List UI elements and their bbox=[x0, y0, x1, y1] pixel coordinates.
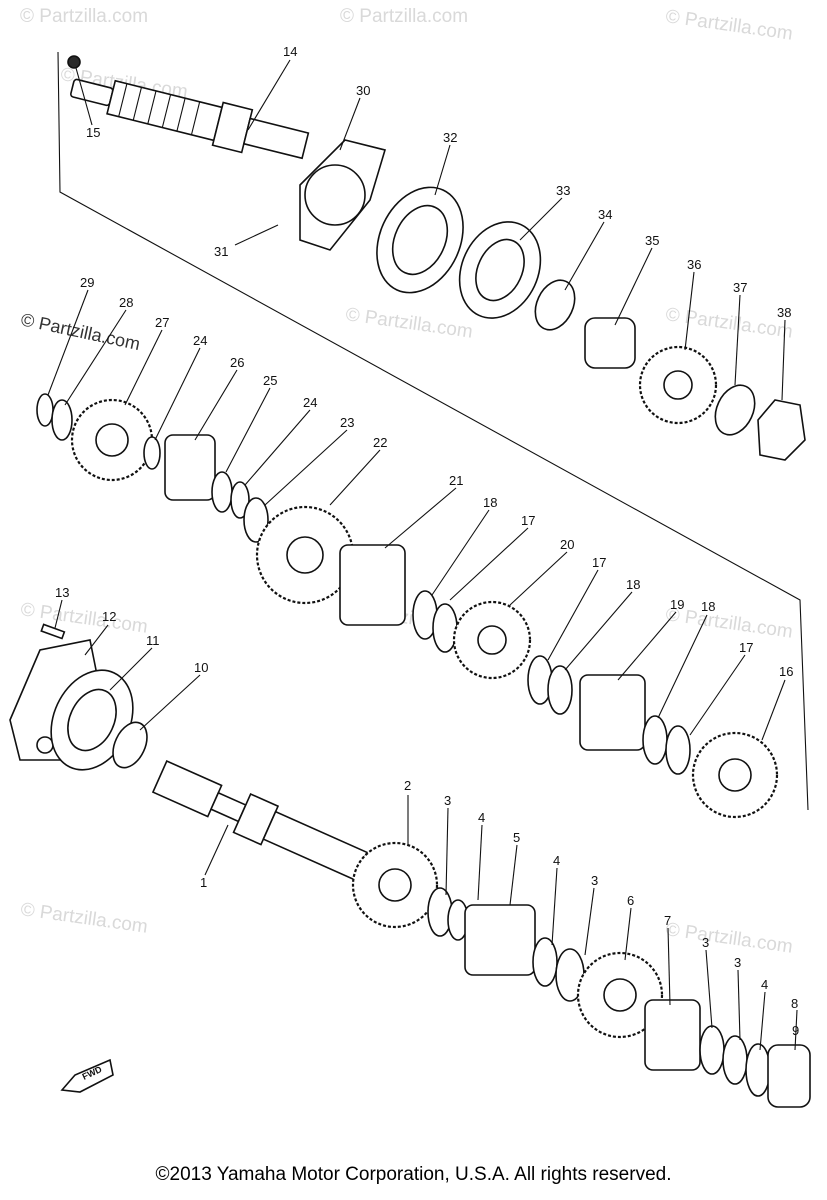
forward-direction-arrow-icon: FWD bbox=[60, 1058, 114, 1093]
watermark: © Partzilla.com bbox=[19, 309, 142, 354]
callout-5: 5 bbox=[513, 830, 520, 845]
callout-18: 18 bbox=[626, 577, 640, 592]
callout-15: 15 bbox=[86, 125, 100, 140]
callout-8: 8 bbox=[791, 996, 798, 1011]
watermark: © Partzilla.com bbox=[344, 304, 474, 343]
callout-17: 17 bbox=[592, 555, 606, 570]
callout-24: 24 bbox=[303, 395, 317, 410]
callout-2: 2 bbox=[404, 778, 411, 793]
callout-3: 3 bbox=[444, 793, 451, 808]
callout-17: 17 bbox=[739, 640, 753, 655]
leader-lines bbox=[47, 59, 798, 1051]
callout-32: 32 bbox=[443, 130, 457, 145]
callout-4: 4 bbox=[553, 853, 560, 868]
callout-4: 4 bbox=[478, 810, 485, 825]
lower-gear-stack bbox=[351, 841, 811, 1108]
callout-16: 16 bbox=[779, 664, 793, 679]
callout-1: 1 bbox=[200, 875, 207, 890]
callout-10: 10 bbox=[194, 660, 208, 675]
copyright-footer: ©2013 Yamaha Motor Corporation, U.S.A. A… bbox=[155, 1164, 672, 1185]
callout-3: 3 bbox=[734, 955, 741, 970]
callout-30: 30 bbox=[356, 83, 370, 98]
callout-3: 3 bbox=[591, 873, 598, 888]
watermark: © Partzilla.com bbox=[664, 6, 794, 45]
callout-13: 13 bbox=[55, 585, 69, 600]
lower-shaft-assembly bbox=[9, 623, 420, 900]
callout-6: 6 bbox=[627, 893, 634, 908]
callout-36: 36 bbox=[687, 257, 701, 272]
callout-18: 18 bbox=[483, 495, 497, 510]
callout-9: 9 bbox=[792, 1023, 799, 1038]
callout-19: 19 bbox=[670, 597, 684, 612]
watermark: © Partzilla.com bbox=[20, 6, 148, 27]
callout-31: 31 bbox=[214, 244, 228, 259]
callout-24: 24 bbox=[193, 333, 207, 348]
watermark-layer: © Partzilla.com © Partzilla.com © Partzi… bbox=[19, 6, 794, 958]
callout-21: 21 bbox=[449, 473, 463, 488]
watermark: © Partzilla.com bbox=[19, 599, 149, 638]
main-axle bbox=[67, 55, 310, 160]
callout-23: 23 bbox=[340, 415, 354, 430]
callout-14: 14 bbox=[283, 44, 297, 59]
callout-33: 33 bbox=[556, 183, 570, 198]
callout-37: 37 bbox=[733, 280, 747, 295]
callout-labels: 1 2 3 4 5 3 4 3 6 7 3 4 8 9 10 11 12 13 … bbox=[55, 44, 799, 1038]
callout-38: 38 bbox=[777, 305, 791, 320]
callout-20: 20 bbox=[560, 537, 574, 552]
callout-4: 4 bbox=[761, 977, 768, 992]
callout-26: 26 bbox=[230, 355, 244, 370]
callout-11: 11 bbox=[146, 633, 160, 648]
output-side-parts bbox=[299, 139, 806, 461]
callout-18: 18 bbox=[701, 599, 715, 614]
callout-3: 3 bbox=[702, 935, 709, 950]
callout-12: 12 bbox=[102, 609, 116, 624]
callout-35: 35 bbox=[645, 233, 659, 248]
callout-17: 17 bbox=[521, 513, 535, 528]
callout-22: 22 bbox=[373, 435, 387, 450]
callout-25: 25 bbox=[263, 373, 277, 388]
watermark: © Partzilla.com bbox=[340, 6, 468, 27]
assembly-outline bbox=[57, 51, 809, 811]
watermark: © Partzilla.com bbox=[664, 919, 794, 958]
callout-27: 27 bbox=[155, 315, 169, 330]
callout-34: 34 bbox=[598, 207, 612, 222]
callout-28: 28 bbox=[119, 295, 133, 310]
callout-29: 29 bbox=[80, 275, 94, 290]
watermark: © Partzilla.com bbox=[664, 304, 794, 343]
drive-axle-gears bbox=[36, 393, 779, 819]
callout-7: 7 bbox=[664, 913, 671, 928]
watermark: © Partzilla.com bbox=[19, 899, 149, 938]
